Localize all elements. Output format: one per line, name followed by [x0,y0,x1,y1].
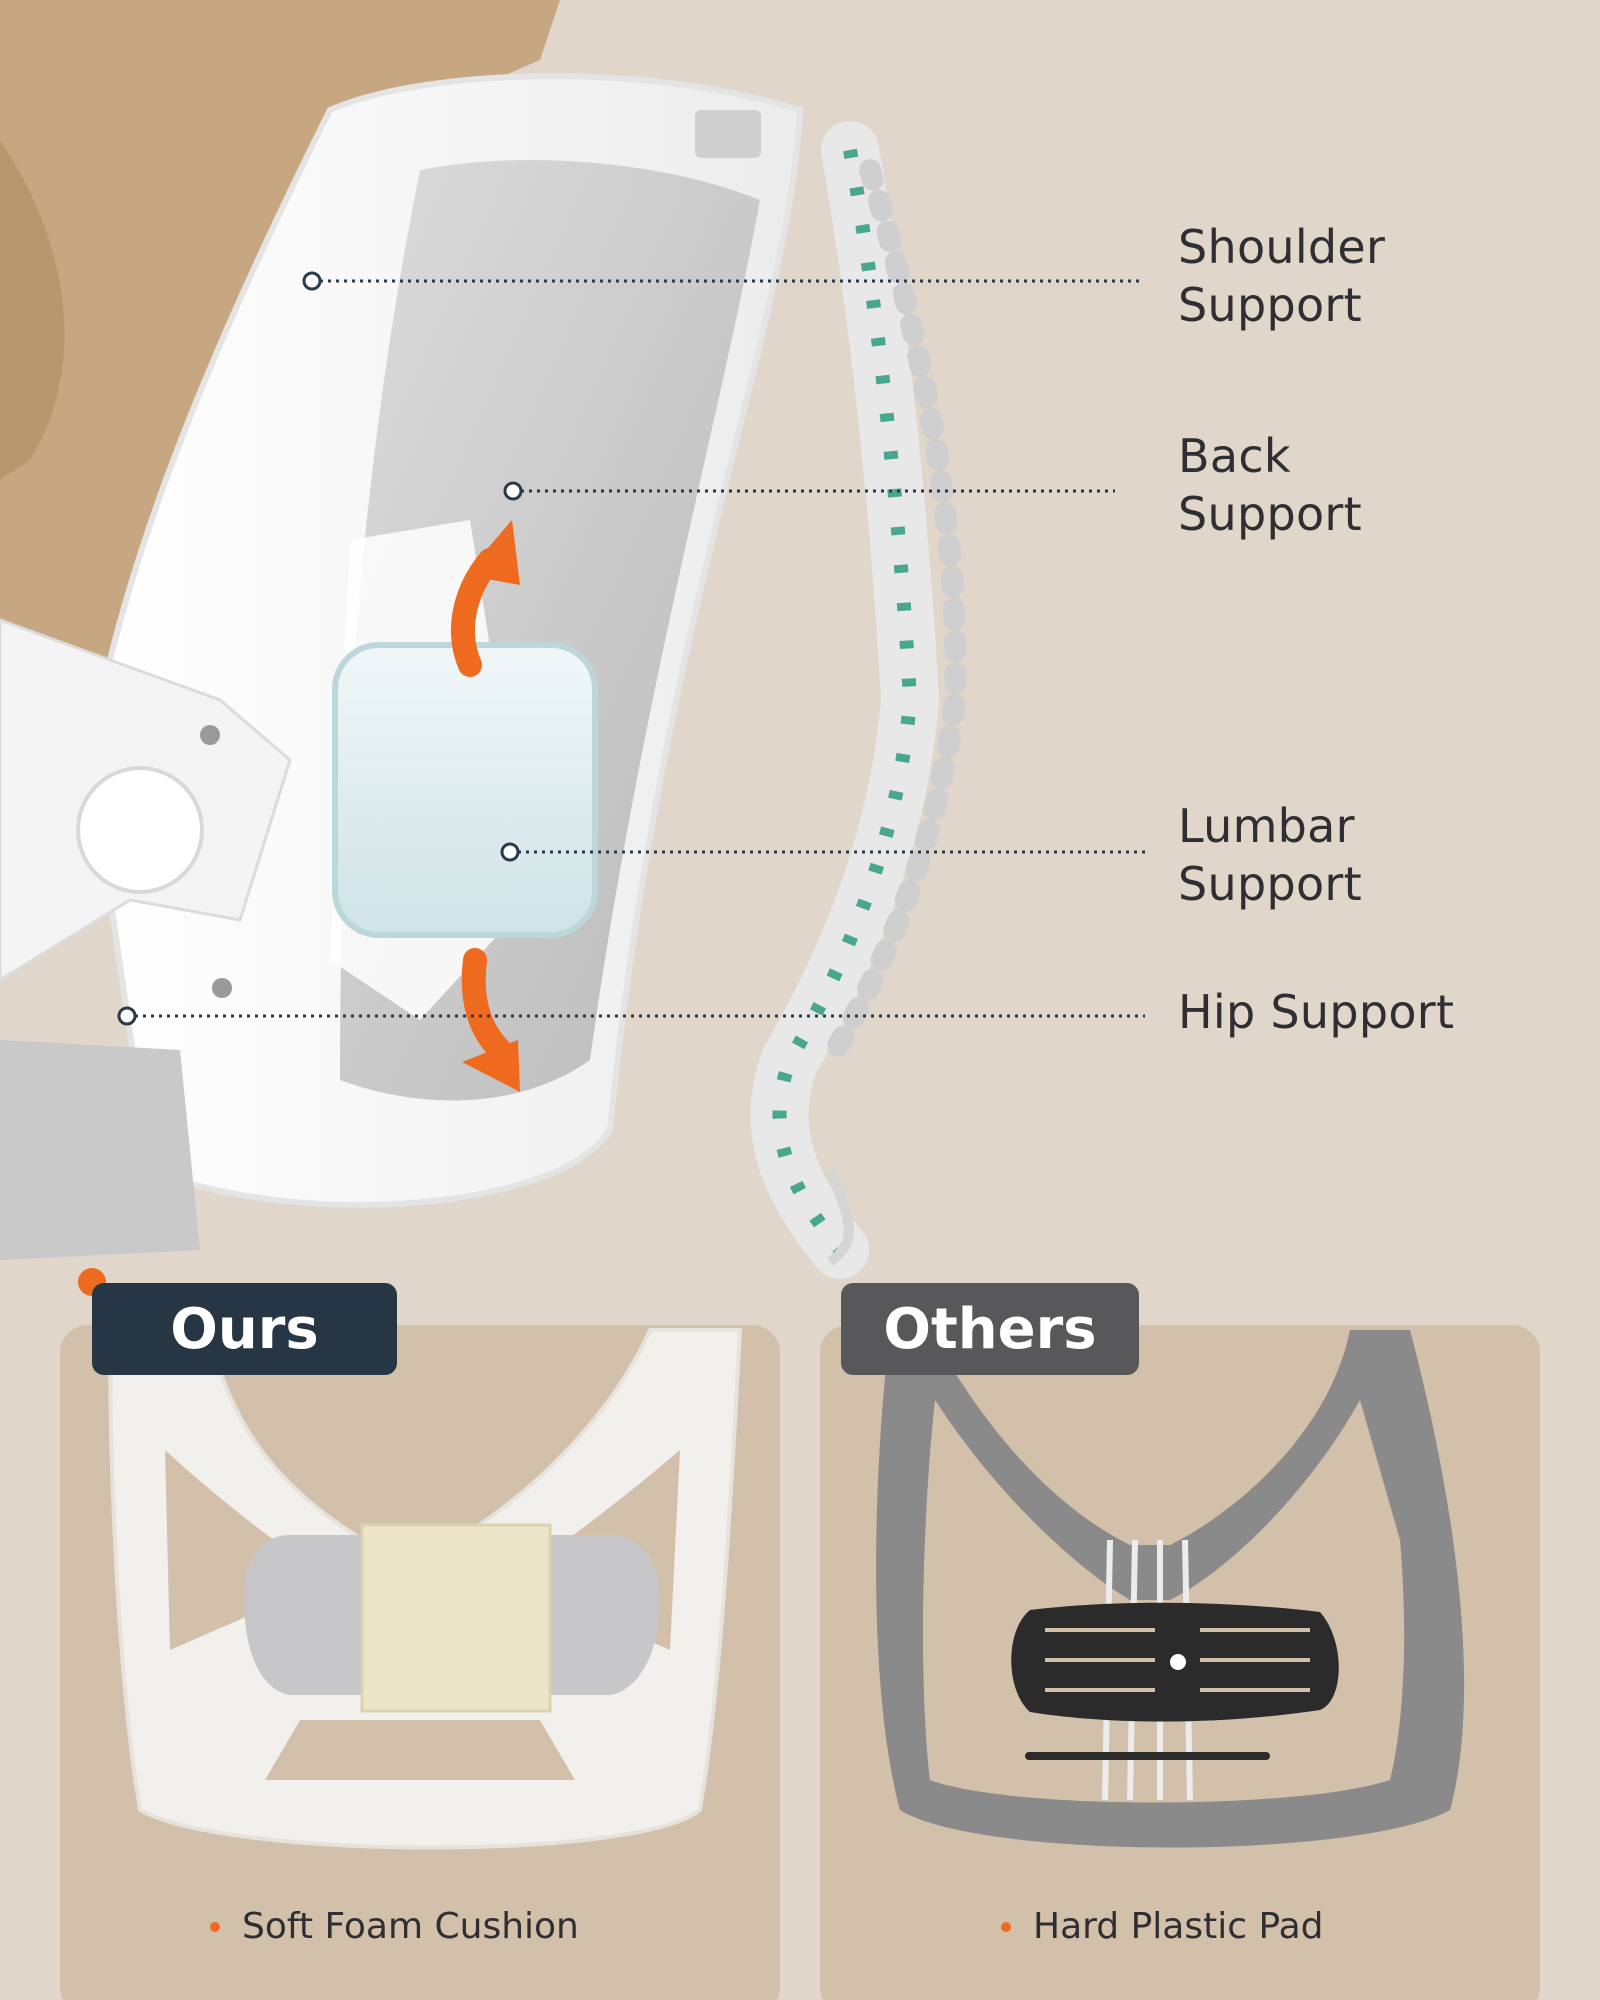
ours-tag-label: Ours [170,1296,319,1362]
ours-tag: Ours [92,1283,397,1375]
headrest-clip [695,110,761,158]
screw [212,978,232,998]
others-caption: Hard Plastic Pad [1001,1906,1323,1947]
chair-seat [0,1040,200,1260]
others-tag-label: Others [883,1296,1097,1362]
lumbar-support-label: Lumbar Support [1178,799,1362,911]
person-arm [0,140,65,480]
spine-illustration [750,121,967,1279]
hard-plastic-pad [1011,1602,1339,1760]
adjust-up-arrow-icon [451,520,520,677]
soft-foam-cushion [244,1523,660,1713]
others-caption-text: Hard Plastic Pad [1033,1906,1324,1947]
others-tag: Others [841,1283,1139,1375]
callout-markers [117,271,523,1026]
shoulder-support-label: Shoulder Support [1178,220,1386,332]
ours-caption: Soft Foam Cushion [210,1906,579,1947]
bullet-dot-icon [1001,1921,1011,1932]
chair-armrest [0,618,292,1230]
hip-support-label: Hip Support [1178,985,1455,1039]
screw [200,725,220,745]
ours-caption-text: Soft Foam Cushion [242,1906,579,1947]
back-support-label: Back Support [1178,429,1362,541]
armrest-hinge [76,766,204,894]
callout-lines [127,279,1150,1018]
bullet-dot-icon [210,1921,220,1932]
adjust-down-arrow-icon [461,948,520,1092]
lumbar-cushion [332,642,598,938]
